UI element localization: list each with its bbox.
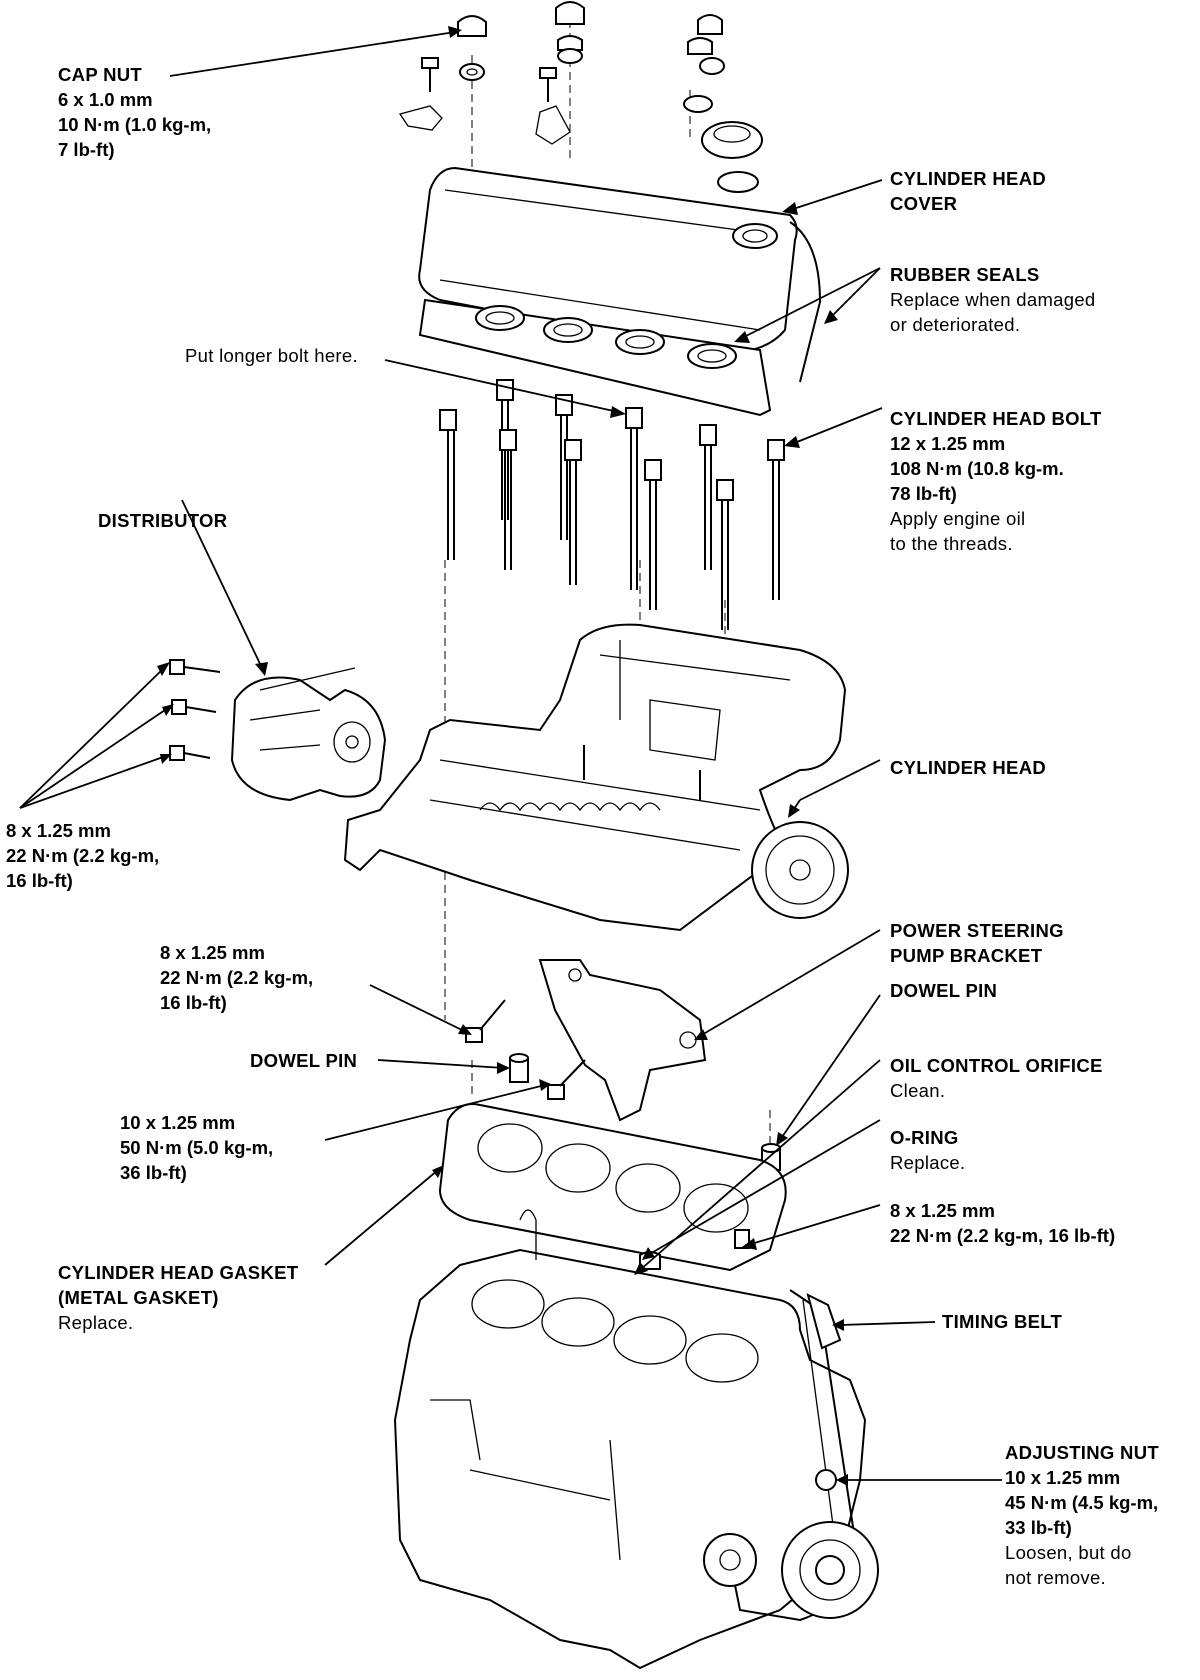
bracket-bolt-torque: 22 N·m (2.2 kg-m,	[160, 967, 314, 988]
oil-control-orifice-title: OIL CONTROL ORIFICE	[890, 1055, 1103, 1076]
cap-nut-callout: CAP NUT 6 x 1.0 mm 10 N·m (1.0 kg-m, 7 l…	[58, 62, 211, 162]
head-gasket-title2: (METAL GASKET)	[58, 1287, 219, 1308]
head-gasket-note: Replace.	[58, 1312, 134, 1333]
dowel-pin-left-callout: DOWEL PIN	[250, 1048, 357, 1073]
cylinder-head-bolt-torque-lbft: 78 lb-ft)	[890, 483, 957, 504]
longer-bolt-note: Put longer bolt here.	[185, 345, 358, 366]
power-steering-callout: POWER STEERING PUMP BRACKET	[890, 918, 1064, 968]
distributor-bolts-size: 8 x 1.25 mm	[6, 820, 111, 841]
distributor-bolts-torque: 22 N·m (2.2 kg-m,	[6, 845, 160, 866]
bracket-bolt-torque-lbft: 16 lb-ft)	[160, 992, 227, 1013]
adjusting-nut-title: ADJUSTING NUT	[1005, 1442, 1159, 1463]
cylinder-head-bolt-note2: to the threads.	[890, 533, 1013, 554]
small-bolt-size: 8 x 1.25 mm	[890, 1200, 995, 1221]
cap-nut-size: 6 x 1.0 mm	[58, 89, 153, 110]
timing-belt-callout: TIMING BELT	[942, 1309, 1062, 1334]
main-bolt-torque: 50 N·m (5.0 kg-m,	[120, 1137, 274, 1158]
dowel-pin-left-title: DOWEL PIN	[250, 1050, 358, 1071]
cylinder-head-title: CYLINDER HEAD	[890, 757, 1047, 778]
distributor-bolts-callout: 8 x 1.25 mm 22 N·m (2.2 kg-m, 16 lb-ft)	[6, 818, 159, 893]
cylinder-head-bolt-torque: 108 N·m (10.8 kg-m.	[890, 458, 1064, 479]
oil-control-orifice-callout: OIL CONTROL ORIFICE Clean.	[890, 1053, 1103, 1103]
dowel-pin-right-callout: DOWEL PIN	[890, 978, 997, 1003]
main-bolt-callout: 10 x 1.25 mm 50 N·m (5.0 kg-m, 36 lb-ft)	[120, 1110, 273, 1185]
adjusting-nut-size: 10 x 1.25 mm	[1005, 1467, 1121, 1488]
o-ring-title: O-RING	[890, 1127, 959, 1148]
main-bolt-torque-lbft: 36 lb-ft)	[120, 1162, 187, 1183]
rubber-seals-note2: or deteriorated.	[890, 314, 1021, 335]
small-bolt-callout: 8 x 1.25 mm 22 N·m (2.2 kg-m, 16 lb-ft)	[890, 1198, 1115, 1248]
power-steering-title2: PUMP BRACKET	[890, 945, 1043, 966]
dowel-pin-right-title: DOWEL PIN	[890, 980, 998, 1001]
adjusting-nut-torque-lbft: 33 lb-ft)	[1005, 1517, 1072, 1538]
oil-control-orifice-note: Clean.	[890, 1080, 946, 1101]
dowel-pins-and-bolts	[465, 999, 781, 1171]
head-gasket-callout: CYLINDER HEAD GASKET (METAL GASKET) Repl…	[58, 1260, 298, 1335]
distributor-bolts-torque-lbft: 16 lb-ft)	[6, 870, 73, 891]
timing-belt-title: TIMING BELT	[942, 1311, 1063, 1332]
power-steering-bracket-part	[538, 959, 707, 1122]
o-ring-note: Replace.	[890, 1152, 966, 1173]
rubber-seals-callout: RUBBER SEALS Replace when damaged or det…	[890, 262, 1096, 337]
leader-lines	[19, 26, 1002, 1486]
cap-nut-group	[398, 1, 763, 193]
power-steering-title: POWER STEERING	[890, 920, 1064, 941]
distributor-title: DISTRIBUTOR	[98, 510, 228, 531]
cylinder-head-cover-callout: CYLINDER HEAD COVER	[890, 166, 1046, 216]
cylinder-head-callout: CYLINDER HEAD	[890, 755, 1046, 780]
cylinder-head-bolt-note1: Apply engine oil	[890, 508, 1026, 529]
cap-nut-torque-lbft: 7 lb-ft)	[58, 139, 115, 160]
cap-nut-title: CAP NUT	[58, 64, 142, 85]
distributor-callout: DISTRIBUTOR	[98, 508, 227, 533]
bracket-bolt-callout: 8 x 1.25 mm 22 N·m (2.2 kg-m, 16 lb-ft)	[160, 940, 313, 1015]
small-bolt-torque: 22 N·m (2.2 kg-m, 16 lb-ft)	[890, 1225, 1116, 1246]
cylinder-head-bolt-callout: CYLINDER HEAD BOLT 12 x 1.25 mm 108 N·m …	[890, 406, 1102, 556]
longer-bolt-callout: Put longer bolt here.	[185, 343, 358, 368]
rubber-seals-title: RUBBER SEALS	[890, 264, 1040, 285]
cylinder-head-bolts	[439, 379, 785, 630]
cylinder-head-cover	[418, 166, 822, 417]
rubber-seals-note1: Replace when damaged	[890, 289, 1096, 310]
o-ring-callout: O-RING Replace.	[890, 1125, 965, 1175]
adjusting-nut-note1: Loosen, but do	[1005, 1542, 1132, 1563]
adjusting-nut-torque: 45 N·m (4.5 kg-m,	[1005, 1492, 1159, 1513]
cylinder-head-part	[343, 623, 849, 932]
head-gasket-title: CYLINDER HEAD GASKET	[58, 1262, 299, 1283]
distributor-part	[169, 659, 387, 802]
cylinder-head-bolt-title: CYLINDER HEAD BOLT	[890, 408, 1102, 429]
main-bolt-size: 10 x 1.25 mm	[120, 1112, 236, 1133]
cylinder-head-cover-title2: COVER	[890, 193, 958, 214]
bracket-bolt-size: 8 x 1.25 mm	[160, 942, 265, 963]
cylinder-head-cover-title: CYLINDER HEAD	[890, 168, 1047, 189]
cap-nut-torque: 10 N·m (1.0 kg-m,	[58, 114, 212, 135]
adjusting-nut-note2: not remove.	[1005, 1567, 1106, 1588]
adjusting-nut-callout: ADJUSTING NUT 10 x 1.25 mm 45 N·m (4.5 k…	[1005, 1440, 1159, 1590]
cylinder-head-bolt-size: 12 x 1.25 mm	[890, 433, 1006, 454]
engine-block-part	[393, 1209, 879, 1670]
